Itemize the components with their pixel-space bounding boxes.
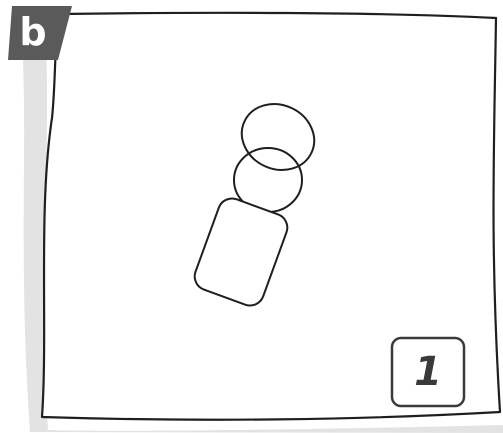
panel-badge-letter: b xyxy=(8,6,58,58)
step-number: 1 xyxy=(392,338,464,406)
